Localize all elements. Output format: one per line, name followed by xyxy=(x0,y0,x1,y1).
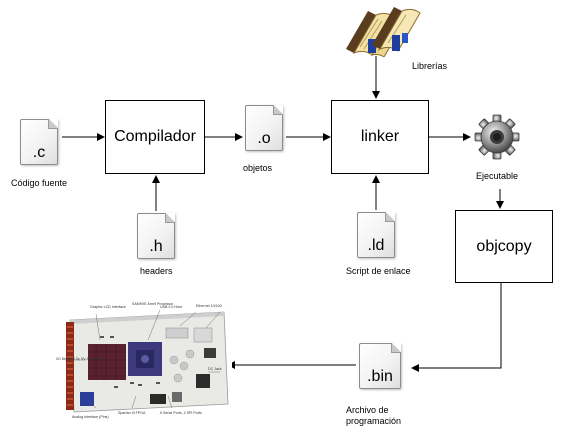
gear-icon xyxy=(474,114,520,160)
codigo-fuente-label: Código fuente xyxy=(11,178,68,188)
linker-box: linker xyxy=(331,100,429,174)
board-label-usb: USB 2.0 Host xyxy=(160,305,182,309)
objcopy-label: objcopy xyxy=(476,237,532,255)
linker-label: linker xyxy=(360,128,400,145)
board-label-dc-jack: DC Jack xyxy=(208,367,222,371)
books-icon xyxy=(346,7,421,57)
archivo-label: Archivo de programación xyxy=(346,405,402,426)
board-label-serial: 5 Serial Ports, 4 SPI Ports xyxy=(160,411,202,415)
h-file-icon: .h xyxy=(137,213,175,259)
bin-file-icon: .bin xyxy=(359,343,401,389)
board-label-ethernet: Ethernet 10/100 xyxy=(196,304,222,308)
headers-label: headers xyxy=(140,266,173,276)
compilador-box: Compilador xyxy=(105,100,205,174)
o-file-label: .o xyxy=(257,130,271,147)
objcopy-box: objcopy xyxy=(455,210,553,283)
board-label-analog: Analog Interface (Pins) xyxy=(72,415,109,419)
board-label-processor: SAM9XE Arm9 Processor xyxy=(132,302,174,306)
script-label: Script de enlace xyxy=(346,266,411,276)
compilador-label: Compilador xyxy=(114,128,196,145)
circuit-board-photo: Graphic LCD Interface SAM9XE Arm9 Proces… xyxy=(56,300,232,424)
board-label-fpga: Spartan III FPGA xyxy=(118,411,146,415)
objetos-label: objetos xyxy=(243,163,273,173)
c-file-label: .c xyxy=(32,144,46,161)
h-file-label: .h xyxy=(149,238,163,255)
bin-file-label: .bin xyxy=(367,368,393,385)
board-label-digital-io: I/O Digital 3.3v, 5V Analog I/Os xyxy=(56,357,105,361)
arrow-objcopy-to-bin xyxy=(411,283,502,372)
board-label-lcd: Graphic LCD Interface xyxy=(90,305,126,309)
ld-file-label: .ld xyxy=(367,237,385,254)
o-file-icon: .o xyxy=(245,105,283,151)
ejecutable-label: Ejecutable xyxy=(476,171,519,181)
librerias-label: Librerías xyxy=(412,61,448,71)
ld-file-icon: .ld xyxy=(357,212,395,258)
c-file-icon: .c xyxy=(20,119,58,165)
